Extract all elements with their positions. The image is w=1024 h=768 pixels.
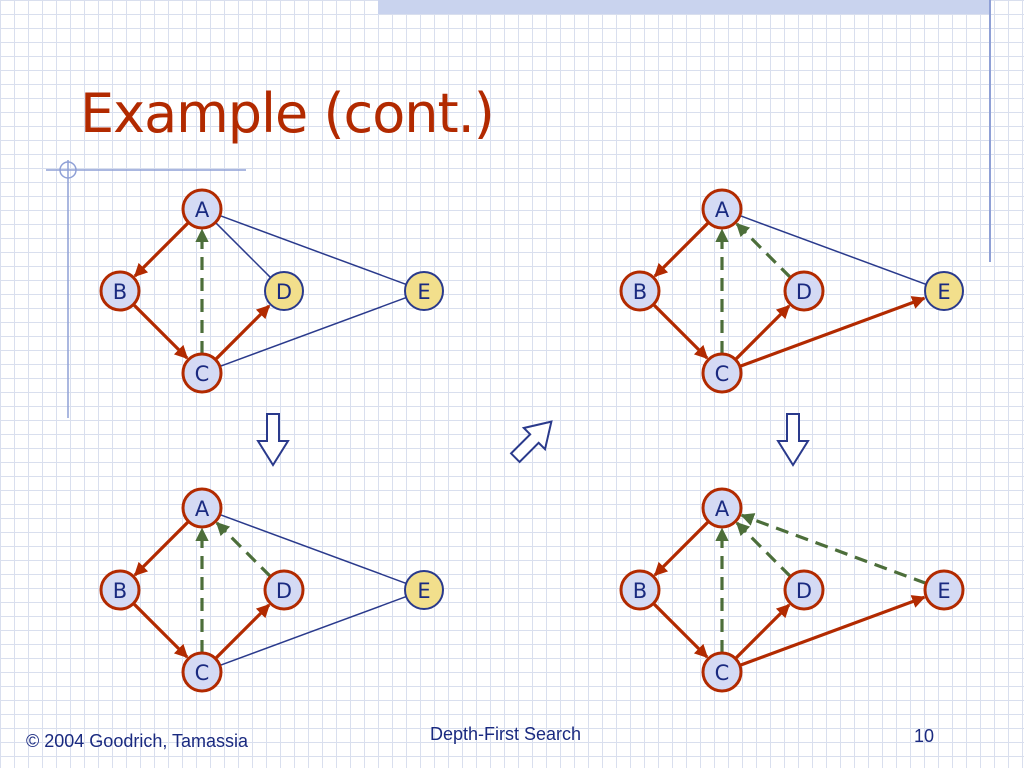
edge-A-B-discovery	[133, 520, 190, 577]
edge-D-A-back	[735, 222, 792, 279]
node-label-A: A	[715, 198, 730, 222]
panel-top-left: A B C D E	[99, 188, 444, 394]
footer-topic: Depth-First Search	[430, 724, 582, 744]
edge-C-D-discovery	[734, 304, 791, 361]
node-E	[924, 271, 964, 311]
down-arrow-left-icon	[256, 413, 290, 467]
edge-B-C-discovery	[652, 602, 709, 659]
node-E	[923, 569, 965, 611]
footer-copyright: © 2004 Goodrich, Tamassia	[26, 731, 249, 751]
up-right-arrow-icon	[509, 420, 553, 464]
node-label-C: C	[195, 661, 210, 685]
slide-title: Example (cont.)	[80, 82, 495, 145]
edge-C-E-unexplored	[219, 595, 407, 667]
header-band	[378, 0, 990, 14]
node-label-E: E	[417, 579, 430, 603]
edge-A-B-discovery	[653, 221, 710, 278]
node-label-E: E	[937, 579, 950, 603]
node-label-A: A	[715, 497, 730, 521]
down-arrow-right-icon	[776, 413, 810, 467]
node-label-B: B	[113, 280, 127, 304]
edge-C-D-discovery	[214, 603, 271, 660]
node-label-D: D	[796, 579, 812, 603]
node-E	[404, 570, 444, 610]
edge-B-C-discovery	[132, 602, 189, 659]
node-D	[264, 271, 304, 311]
edge-A-B-discovery	[133, 221, 190, 278]
node-A	[701, 188, 743, 230]
node-label-B: B	[633, 579, 647, 603]
node-label-E: E	[937, 280, 950, 304]
edge-C-E-discovery	[739, 595, 926, 667]
edge-D-A-back	[215, 521, 272, 578]
edge-B-C-discovery	[132, 303, 189, 360]
node-label-C: C	[195, 362, 210, 386]
edge-A-E-unexplored	[739, 214, 927, 286]
dfs-panels: A B C D E A B C D E A B C D E A B C D E	[99, 188, 965, 693]
node-label-A: A	[195, 497, 210, 521]
node-D	[783, 569, 825, 611]
node-E	[404, 271, 444, 311]
node-label-B: B	[113, 579, 127, 603]
panel-top-right: A B C D E	[619, 188, 964, 394]
edge-A-E-unexplored	[219, 214, 407, 286]
edge-A-E-unexplored	[219, 513, 407, 585]
node-D	[263, 569, 305, 611]
node-B	[99, 270, 141, 312]
node-A	[181, 487, 223, 529]
node-label-D: D	[796, 280, 812, 304]
node-B	[619, 270, 661, 312]
edge-D-A-back	[735, 521, 792, 578]
node-label-C: C	[715, 362, 730, 386]
node-label-D: D	[276, 579, 292, 603]
node-label-C: C	[715, 661, 730, 685]
panel-bottom-left: A B C D E	[99, 487, 444, 693]
edge-C-D-discovery	[214, 304, 271, 361]
edge-C-E-unexplored	[219, 296, 407, 368]
node-label-E: E	[417, 280, 430, 304]
node-C	[181, 651, 223, 693]
frame-ring	[59, 161, 77, 179]
footer-page-number: 10	[914, 726, 935, 746]
node-C	[701, 651, 743, 693]
transition-arrows	[256, 413, 810, 467]
edge-A-B-discovery	[653, 520, 710, 577]
node-B	[619, 569, 661, 611]
node-label-A: A	[195, 198, 210, 222]
edge-C-D-discovery	[734, 603, 791, 660]
edge-B-C-discovery	[652, 303, 709, 360]
edge-C-E-discovery	[739, 296, 926, 368]
node-label-B: B	[633, 280, 647, 304]
node-C	[701, 352, 743, 394]
node-A	[181, 188, 223, 230]
edge-E-A-back	[740, 513, 927, 585]
node-C	[181, 352, 223, 394]
edge-A-D-unexplored	[214, 221, 272, 279]
node-A	[701, 487, 743, 529]
node-label-D: D	[276, 280, 292, 304]
panel-bottom-right: A B C D E	[619, 487, 965, 693]
node-D	[783, 270, 825, 312]
node-B	[99, 569, 141, 611]
